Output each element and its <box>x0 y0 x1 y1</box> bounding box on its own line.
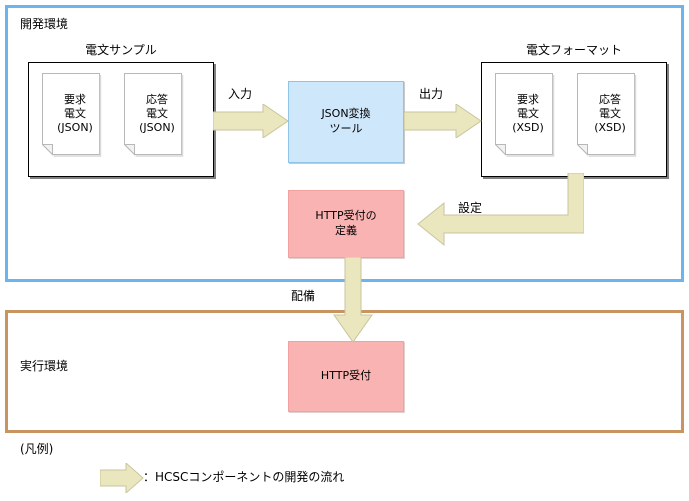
process-json-conversion-tool: JSON変換 ツール <box>288 81 404 163</box>
development-environment-label: 開発環境 <box>20 17 69 31</box>
process-line-1: HTTP受付 <box>320 369 372 383</box>
group-title-sample: 電文サンプル <box>85 43 157 57</box>
legend-arrow-icon <box>100 463 144 493</box>
document-label-response-xsd: 応答 電文 (XSD) <box>577 73 643 155</box>
process-line-1: HTTP受付の <box>315 209 377 223</box>
doc-line-3: (JSON) <box>139 121 175 135</box>
process-line-2: 定義 <box>335 224 357 237</box>
doc-line-3: (JSON) <box>57 121 93 135</box>
document-response-xsd: 応答 電文 (XSD) <box>577 73 643 163</box>
process-line-2: ツール <box>329 122 363 135</box>
arrow-label-output: 出力 <box>419 87 444 101</box>
arrow-input-icon <box>213 104 289 138</box>
process-http-reception: HTTP受付 <box>288 341 404 412</box>
doc-line-2: 電文 <box>64 106 86 120</box>
legend-entry-label: ：HCSCコンポーネントの開発の流れ <box>143 470 345 484</box>
doc-line-2: 電文 <box>517 106 539 120</box>
document-request-json: 要求 電文 (JSON) <box>42 73 108 163</box>
document-label-request-json: 要求 電文 (JSON) <box>42 73 108 155</box>
arrow-deploy-icon <box>333 257 373 343</box>
doc-line-1: 要求 <box>64 92 86 106</box>
doc-line-3: (XSD) <box>512 121 544 135</box>
arrow-config-icon <box>404 173 584 251</box>
arrow-label-config: 設定 <box>458 201 483 215</box>
doc-line-2: 電文 <box>599 106 621 120</box>
doc-line-2: 電文 <box>146 106 168 120</box>
group-title-format: 電文フォーマット <box>525 43 622 57</box>
arrow-output-icon <box>404 104 482 138</box>
execution-environment-label: 実行環境 <box>20 359 69 373</box>
process-http-reception-definition: HTTP受付の 定義 <box>288 190 404 258</box>
doc-line-1: 要求 <box>517 92 539 106</box>
doc-line-1: 応答 <box>599 92 621 106</box>
document-request-xsd: 要求 電文 (XSD) <box>495 73 561 163</box>
document-response-json: 応答 電文 (JSON) <box>124 73 190 163</box>
arrow-label-deploy: 配備 <box>291 289 316 303</box>
legend-title: (凡例) <box>20 442 54 456</box>
arrow-label-input: 入力 <box>228 87 253 101</box>
document-label-request-xsd: 要求 電文 (XSD) <box>495 73 561 155</box>
doc-line-1: 応答 <box>146 92 168 106</box>
doc-line-3: (XSD) <box>594 121 626 135</box>
process-line-1: JSON変換 <box>321 107 371 121</box>
document-label-response-json: 応答 電文 (JSON) <box>124 73 190 155</box>
